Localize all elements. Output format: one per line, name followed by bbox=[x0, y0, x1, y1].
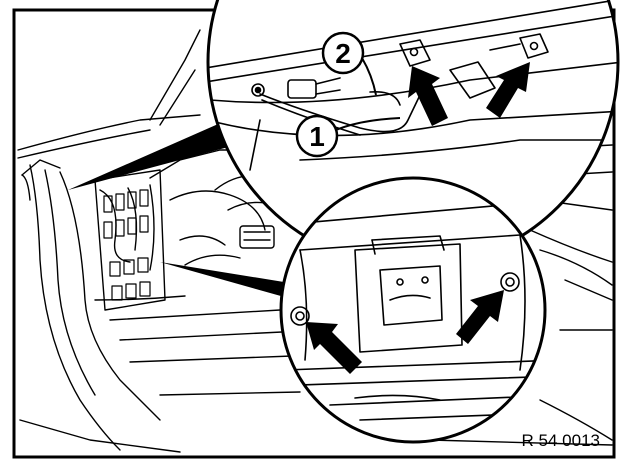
callout-1-label: 1 bbox=[309, 121, 325, 152]
mounting-nut-icon bbox=[500, 272, 520, 292]
callout-2: 2 bbox=[321, 31, 377, 96]
pointer-arrow-icon bbox=[456, 290, 504, 344]
callout-circle-icon bbox=[321, 31, 365, 75]
pointer-arrow-icon bbox=[486, 62, 530, 118]
mounting-nut-icon bbox=[290, 306, 310, 326]
leader-wedge-top bbox=[68, 110, 262, 190]
pointer-arrow-icon bbox=[306, 322, 362, 374]
callout-circle-icon bbox=[295, 114, 339, 158]
callout-1: 1 bbox=[295, 114, 401, 158]
detail-circle-bottom bbox=[279, 176, 547, 444]
figure-reference-code: R 54 0013 bbox=[522, 431, 600, 450]
trunk-illustration bbox=[17, 29, 613, 453]
pointer-arrow-icon bbox=[408, 66, 448, 126]
leader-wedge-bottom bbox=[160, 262, 290, 298]
callout-2-label: 2 bbox=[335, 38, 351, 69]
